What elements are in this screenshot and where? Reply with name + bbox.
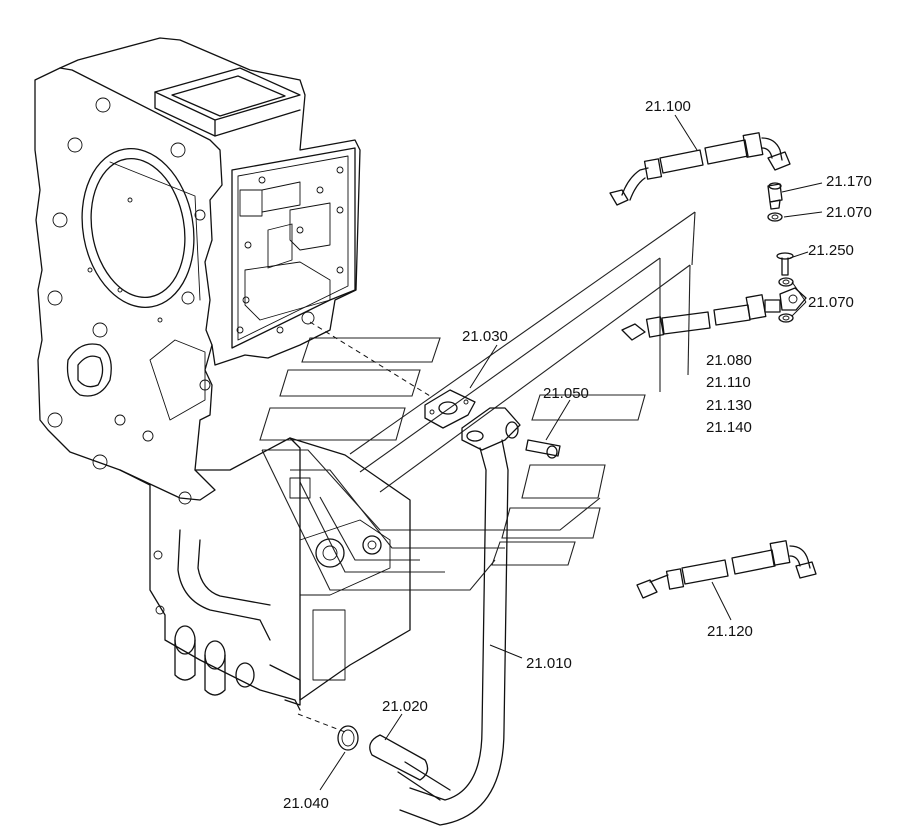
part-21-250-bolt <box>776 252 794 276</box>
label-21-020: 21.020 <box>382 698 428 715</box>
label-21-070-mid: 21.070 <box>808 294 854 311</box>
label-21-130: 21.130 <box>706 397 752 414</box>
dashed-leaders <box>297 321 431 733</box>
part-21-040-oring <box>337 725 359 751</box>
label-21-010: 21.010 <box>526 655 572 672</box>
label-21-140: 21.140 <box>706 419 752 436</box>
part-21-070-washer-top <box>767 212 783 222</box>
label-21-050: 21.050 <box>543 385 589 402</box>
part-21-020-sleeve <box>369 734 451 801</box>
label-21-250: 21.250 <box>808 242 854 259</box>
watermark-logo <box>259 211 696 591</box>
label-21-110: 21.110 <box>706 374 751 391</box>
part-21-050-pin <box>525 439 561 459</box>
part-21-120-hose <box>636 540 817 599</box>
label-21-120: 21.120 <box>707 623 753 640</box>
part-21-100-hose <box>609 132 791 206</box>
part-21-080-hose <box>621 287 807 341</box>
label-21-080: 21.080 <box>706 352 752 369</box>
label-21-170: 21.170 <box>826 173 872 190</box>
part-21-070-washers <box>778 277 794 323</box>
leader-lines <box>319 114 823 791</box>
part-21-030-flange <box>424 389 476 429</box>
label-21-040: 21.040 <box>283 795 329 812</box>
part-21-010-pipe <box>399 407 521 826</box>
label-21-070-top: 21.070 <box>826 204 872 221</box>
part-labels: 21.100 21.170 21.070 21.250 21.070 21.03… <box>283 98 872 812</box>
label-21-100: 21.100 <box>645 98 691 115</box>
label-21-030: 21.030 <box>462 328 508 345</box>
part-21-170-fitting <box>767 182 783 210</box>
transmission-housing <box>34 37 411 711</box>
